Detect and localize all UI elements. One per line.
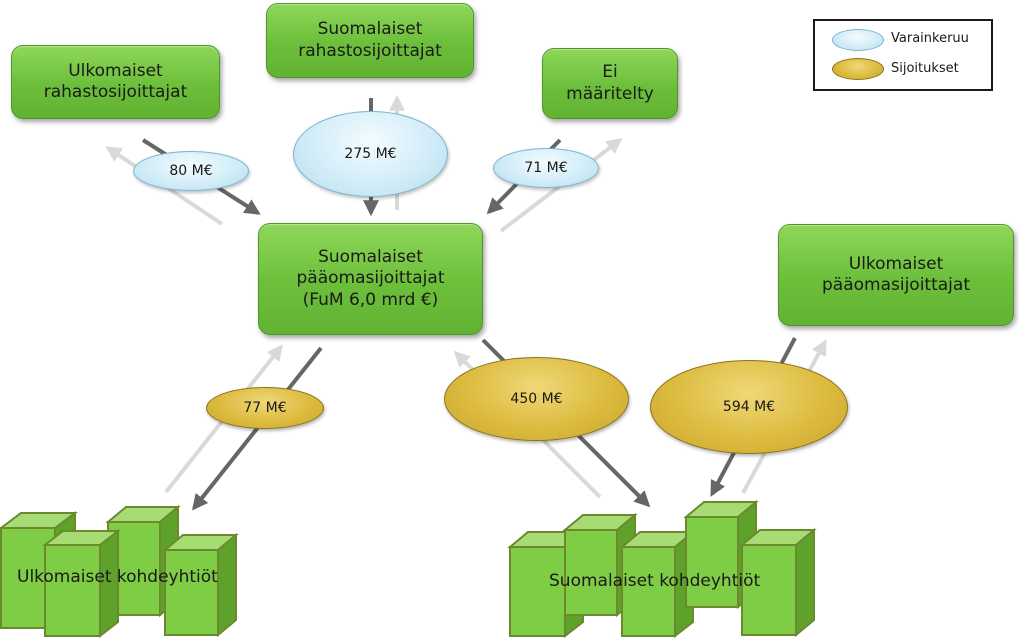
cube: [162, 532, 239, 638]
foreign-targets-label: Ulkomaiset kohdeyhtiöt: [17, 567, 218, 587]
finnish-targets-label: Suomalaiset kohdeyhtiöt: [549, 571, 761, 591]
legend-fundraising-label: Varainkeruu: [891, 31, 969, 46]
flow-finnish-fund: 275 M€: [293, 111, 448, 197]
cube: [739, 527, 817, 638]
legend: Varainkeruu Sijoitukset: [813, 19, 993, 91]
flow-to-finnish-targets-domestic: 450 M€: [444, 357, 629, 441]
flow-undefined: 71 M€: [493, 148, 599, 188]
node-foreign-pe-investors: Ulkomaiset pääomasijoittajat: [778, 224, 1014, 326]
legend-investments-swatch: [832, 58, 884, 80]
legend-fundraising-swatch: [832, 29, 884, 51]
flow-to-finnish-targets-foreign: 594 M€: [650, 360, 848, 454]
foreign-targets-cubes: [0, 504, 239, 638]
node-finnish-pe-investors: Suomalaiset pääomasijoittajat (FuM 6,0 m…: [258, 223, 483, 335]
node-undefined: Ei määritelty: [542, 48, 678, 119]
flow-foreign-fund: 80 M€: [133, 151, 249, 191]
legend-investments-label: Sijoitukset: [891, 61, 959, 76]
node-foreign-fund-investors: Ulkomaiset rahastosijoittajat: [11, 45, 220, 119]
cube: [42, 528, 121, 638]
flow-to-foreign-targets: 77 M€: [206, 387, 324, 429]
finnish-targets-cubes: [507, 499, 817, 638]
node-finnish-fund-investors: Suomalaiset rahastosijoittajat: [266, 3, 474, 78]
